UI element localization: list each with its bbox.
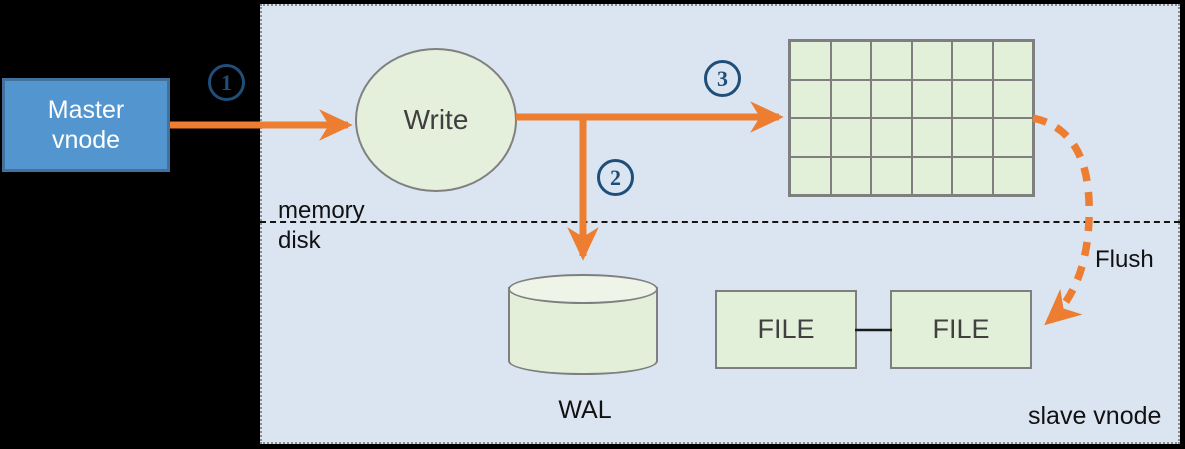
memtable-grid [788, 39, 1035, 197]
memory-disk-divider [260, 221, 1180, 223]
memtable-cell [790, 156, 831, 195]
memtable-cell [992, 156, 1033, 195]
memtable-cell [830, 79, 871, 118]
step-1-badge: 1 [208, 64, 245, 101]
file-2-label: FILE [932, 314, 990, 344]
memory-label: memory [278, 197, 365, 224]
memtable-cell [830, 156, 871, 195]
step-2-badge: 2 [597, 159, 634, 196]
write-node-ellipse: Write [355, 48, 517, 192]
file-1-label: FILE [757, 314, 815, 344]
memtable-cell [952, 79, 993, 118]
memtable-cell [992, 79, 1033, 118]
memtable-cell [790, 79, 831, 118]
memtable-cell [911, 41, 952, 80]
flush-label: Flush [1095, 246, 1154, 273]
wal-cylinder-top [508, 274, 658, 304]
memtable-cell [790, 41, 831, 80]
memtable-cell [911, 79, 952, 118]
write-node-label: Write [403, 104, 469, 135]
disk-label: disk [278, 227, 321, 254]
memtable-cell [871, 118, 912, 157]
memtable-cell [871, 156, 912, 195]
step-2-number: 2 [610, 164, 621, 190]
memtable-cell [790, 118, 831, 157]
master-vnode-box: Master vnode [2, 78, 170, 172]
memtable-cell [952, 156, 993, 195]
memtable-cell [952, 118, 993, 157]
memtable-cell [871, 79, 912, 118]
memtable-cell [911, 118, 952, 157]
step-1-number: 1 [221, 69, 232, 95]
memtable-cell [871, 41, 912, 80]
file-box-1: FILE [715, 290, 857, 369]
memtable-cell [830, 41, 871, 80]
file-box-2: FILE [890, 290, 1032, 369]
slave-vnode-label: slave vnode [1028, 402, 1162, 430]
step-3-badge: 3 [704, 60, 741, 97]
master-vnode-label: Master vnode [47, 95, 125, 155]
wal-label: WAL [558, 396, 612, 424]
memtable-cell [952, 41, 993, 80]
memtable-cell [992, 118, 1033, 157]
memtable-cell [830, 118, 871, 157]
memtable-cell [911, 156, 952, 195]
memtable-cell [992, 41, 1033, 80]
step-3-number: 3 [717, 65, 728, 91]
